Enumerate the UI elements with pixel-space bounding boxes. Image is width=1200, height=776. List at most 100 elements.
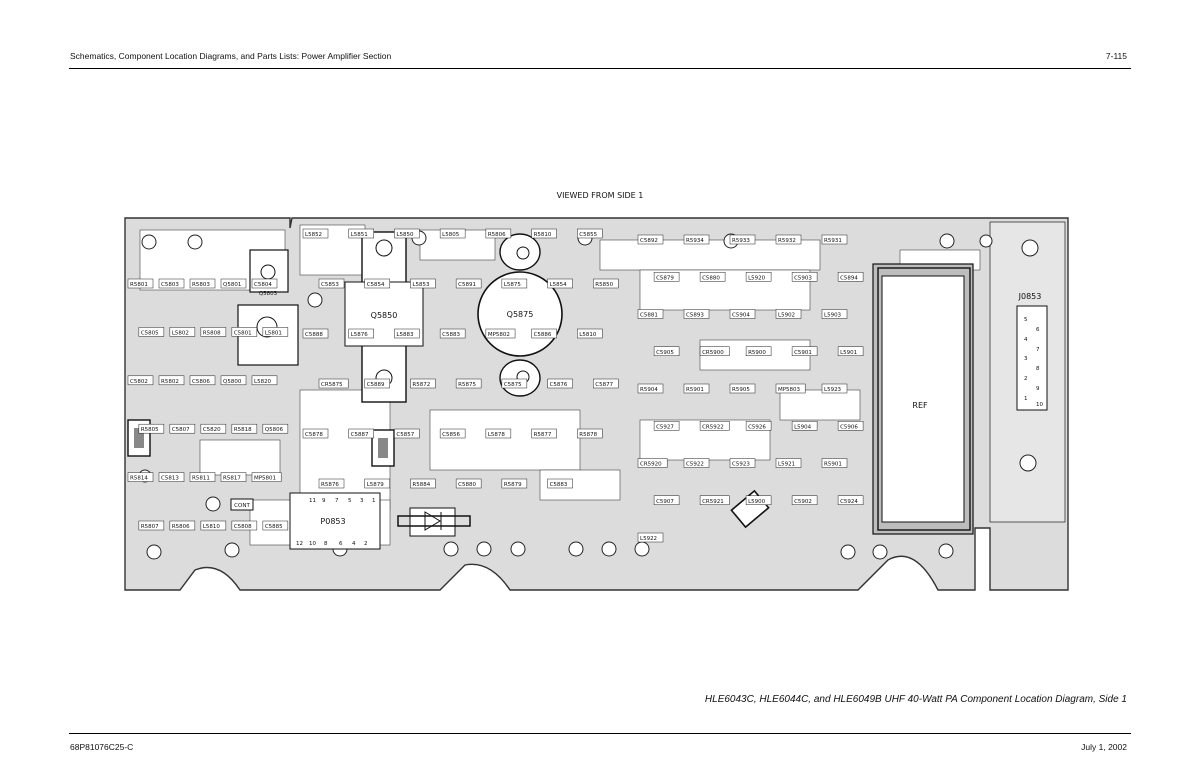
component-label: C5887 — [351, 432, 369, 438]
component-box — [455, 478, 482, 489]
component-label: CR5922 — [702, 424, 724, 430]
component-label: L5883 — [396, 332, 414, 338]
component-label: L5820 — [254, 379, 272, 385]
component-label: Q5801 — [223, 282, 241, 288]
component-box — [775, 234, 802, 245]
component-label: R5872 — [412, 382, 430, 388]
component-label: R5933 — [732, 238, 750, 244]
component-box — [364, 478, 390, 489]
component-box — [348, 428, 374, 439]
component-box — [138, 423, 165, 434]
component-box — [745, 272, 772, 282]
j-pin: 5 — [1024, 317, 1028, 323]
component-label: L5879 — [367, 482, 385, 488]
component-label: C5888 — [305, 332, 323, 338]
component-label: C5876 — [550, 382, 568, 388]
component-box — [189, 278, 216, 289]
component-label: L5801 — [265, 330, 282, 336]
component-label: R5818 — [234, 427, 252, 433]
component-label: L5850 — [396, 232, 414, 238]
component-box — [231, 520, 258, 531]
component-label: C5883 — [550, 482, 568, 488]
component-box — [821, 383, 848, 394]
component-label: L5853 — [412, 282, 430, 288]
component-label: L5805 — [442, 232, 460, 238]
component-box — [837, 495, 864, 505]
component-box — [745, 495, 772, 505]
q5850-label: Q5850 — [371, 311, 398, 320]
component-box — [791, 346, 818, 356]
component-label: R5803 — [192, 282, 210, 288]
component-label: C5891 — [458, 282, 476, 288]
component-box — [683, 309, 710, 319]
cont-label: CONT — [234, 503, 250, 509]
component-label: R5934 — [686, 238, 704, 244]
component-label: L5875 — [504, 282, 522, 288]
component-label: C5903 — [794, 275, 812, 281]
component-label: C5820 — [203, 427, 221, 433]
component-label: C5922 — [686, 462, 704, 468]
component-label: R5805 — [141, 427, 159, 433]
component-box — [683, 234, 710, 245]
component-box — [547, 378, 573, 389]
component-box — [302, 228, 329, 239]
component-label: R5850 — [595, 282, 613, 288]
component-label: R5931 — [824, 238, 842, 244]
component-box — [262, 327, 289, 337]
component-label: C5801 — [234, 330, 252, 336]
component-label: C5879 — [656, 275, 674, 281]
component-label: Q5806 — [265, 427, 284, 433]
component-box — [531, 328, 557, 339]
component-label: C5924 — [840, 499, 858, 505]
component-label: C5857 — [396, 432, 414, 438]
component-box — [169, 327, 196, 337]
component-label: R5817 — [223, 476, 241, 482]
component-label: R5877 — [534, 432, 552, 438]
ref-label: REF — [912, 401, 928, 410]
component-label: R5878 — [579, 432, 597, 438]
component-box — [318, 278, 345, 289]
component-box — [837, 346, 864, 356]
component-label: L5876 — [351, 332, 369, 338]
component-label: R5900 — [748, 350, 766, 356]
j-pin: 3 — [1024, 356, 1028, 362]
j0853-connector: J0853 5 4 3 2 1 6 7 8 9 10 — [1016, 292, 1048, 411]
component-box — [485, 228, 512, 239]
component-label: R5806 — [488, 232, 506, 238]
component-box — [577, 428, 603, 439]
component-box — [837, 272, 864, 282]
component-box — [531, 228, 557, 239]
component-label: C5807 — [172, 427, 190, 433]
component-box — [821, 458, 848, 468]
page-number: 7-115 — [1105, 51, 1127, 61]
document-number: 68P81076C25-C — [70, 742, 134, 752]
component-box — [821, 309, 848, 319]
component-box — [729, 309, 756, 319]
component-label: C5854 — [367, 282, 385, 288]
publication-date: July 1, 2002 — [1081, 742, 1127, 752]
component-box — [394, 328, 420, 339]
component-box — [251, 375, 278, 386]
component-label: C5893 — [686, 313, 704, 319]
component-label: MP5802 — [488, 332, 510, 338]
p-pin: 12 — [296, 541, 303, 547]
component-box — [127, 375, 154, 386]
component-label: L5851 — [351, 232, 368, 238]
component-label: C5806 — [192, 379, 210, 385]
component-box — [302, 428, 329, 439]
component-label: R5884 — [412, 482, 430, 488]
p-pin: 11 — [309, 498, 316, 504]
component-box — [547, 278, 573, 289]
component-label: C5883 — [442, 332, 460, 338]
component-box — [200, 520, 227, 531]
component-box — [547, 478, 573, 489]
component-box — [637, 383, 664, 394]
component-box — [791, 421, 818, 431]
component-label: R5876 — [321, 482, 339, 488]
component-box — [439, 328, 466, 339]
component-box — [653, 346, 680, 356]
component-label: L5810 — [203, 524, 221, 530]
component-label: R5806 — [172, 524, 190, 530]
component-box — [189, 472, 216, 482]
